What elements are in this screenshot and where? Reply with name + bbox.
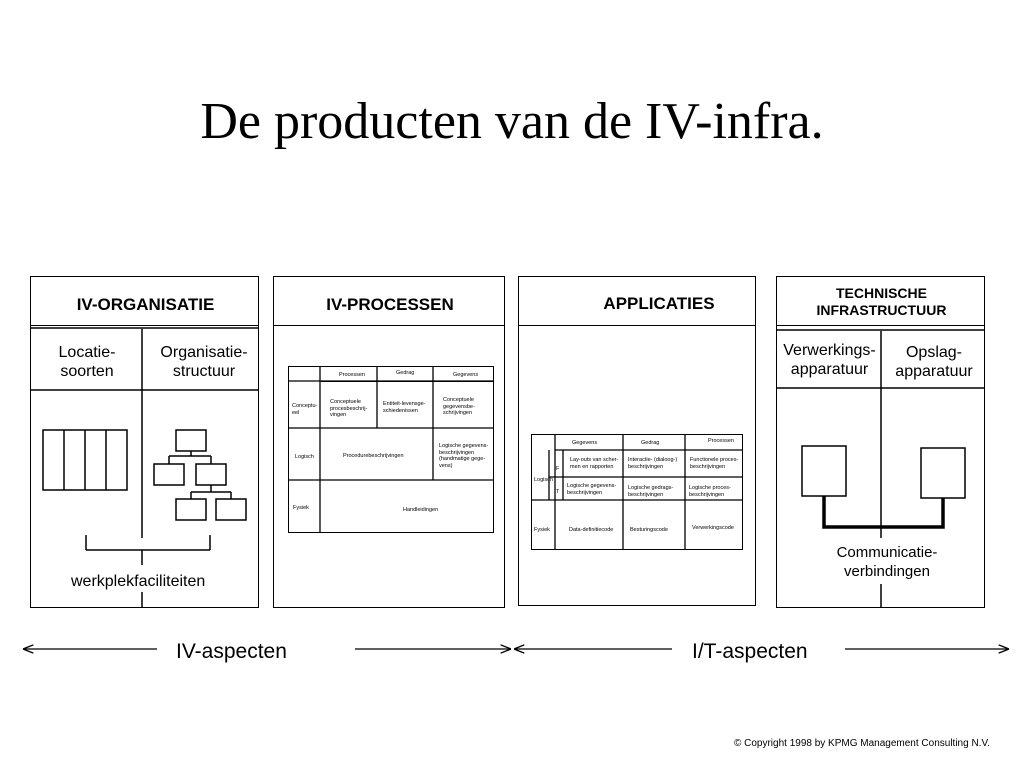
col-header-gedrag: Gedrag	[396, 370, 415, 376]
panel-iv-organisatie: IV-ORGANISATIE Locatie- soorten Organisa…	[30, 276, 259, 608]
cell-interactie: Interactie- (dialoog-) beschrijvingen	[628, 457, 678, 470]
header-divider	[519, 325, 755, 326]
row-label-logisch: Logisch	[295, 454, 314, 460]
cell-conceptuele-gegevensbeschrijvingen: Conceptuele gegevensbe-schrijvingen	[443, 397, 475, 416]
col-header-gegevens: Gegevens	[572, 440, 598, 446]
opslag-box-icon	[920, 447, 966, 499]
sub-label-t: T	[556, 489, 560, 495]
row-label-fysiek: Fysiek	[293, 505, 309, 511]
verwerkings-apparatuur-label: Verwerkings- apparatuur	[783, 342, 876, 378]
panel-header: APPLICATIES	[603, 294, 715, 313]
cell-procedurebeschrijvingen: Procedurebeschrijvingen	[343, 453, 404, 459]
cell-handleidingen: Handleidingen	[403, 507, 439, 513]
iv-aspecten-label: IV-aspecten	[176, 640, 287, 663]
cell-logische-processen: Logische proces-beschrijvingen	[689, 485, 731, 498]
cell-logische-gegevensbeschrijvingen: Logische gegevens-beschrijvingen (handma…	[439, 443, 489, 469]
copyright-notice: © Copyright 1998 by KPMG Management Cons…	[733, 738, 990, 749]
org-chart-icon	[153, 429, 247, 521]
row-label-fysiek: Fysiek	[534, 527, 550, 533]
cell-functionele-processen: Functionele proces-beschrijvingen	[690, 457, 739, 470]
processen-matrix-grid	[288, 366, 494, 533]
cell-entiteit-levensgeschiedenissen: Entiteit-levensge-schiedenissen	[383, 401, 426, 414]
panel-iv-processen: IV-PROCESSEN	[273, 276, 505, 608]
panel-header: IV-PROCESSEN	[326, 295, 454, 314]
applicaties-matrix: Gegevens Gedrag Processen Logisch Fysiek…	[531, 434, 743, 550]
cell-conceptuele-procesbeschrijvingen: Conceptuele procesbeschrij-vingen	[330, 399, 368, 418]
processen-matrix: Processen Gedrag Gegevens Conceptu-eel L…	[288, 366, 494, 533]
cell-verwerkingscode: Verwerkingscode	[692, 525, 734, 531]
locatie-soorten-label: Locatie- soorten	[58, 344, 116, 380]
header-divider	[777, 325, 984, 326]
cell-data-definitiecode: Data-definitiecode	[569, 527, 614, 533]
panel-header: TECHNISCHE INFRASTRUCTUUR	[816, 285, 947, 318]
col-header-processen: Processen	[708, 438, 734, 444]
cell-besturingscode: Besturingscode	[630, 527, 668, 533]
werkplek-bracket	[85, 535, 211, 608]
opslag-apparatuur-label: Opslag- apparatuur	[895, 344, 973, 380]
werkplekfaciliteiten-label: werkplekfaciliteiten	[71, 573, 206, 590]
page-title: De producten van de IV-infra.	[200, 93, 824, 150]
cell-lay-outs: Lay-outs van scher-men en rapporten	[570, 457, 619, 470]
communicatie-verbindingen-label: Communicatie- verbindingen	[836, 544, 938, 580]
locatie-table-icon	[42, 429, 128, 491]
header-divider	[274, 325, 504, 326]
technisch-diagram	[776, 329, 985, 608]
cell-logische-gegevens: Logische gegevens-beschrijvingen	[567, 483, 617, 496]
organisatie-diagram	[30, 327, 259, 608]
col-header-gegevens: Gegevens	[453, 372, 479, 378]
panel-header: IV-ORGANISATIE	[76, 295, 215, 314]
panel-applicaties: APPLICATIES	[518, 276, 756, 606]
col-header-processen: Processen	[339, 372, 365, 378]
cell-logische-gedrag: Logische gedrags-beschrijvingen	[628, 485, 674, 498]
it-aspecten-label: I/T-aspecten	[692, 640, 808, 663]
header-divider	[31, 325, 258, 326]
sub-label-f: F	[556, 466, 560, 472]
verwerkings-box-icon	[801, 445, 847, 497]
organisatie-structuur-label: Organisatie- structuur	[160, 344, 248, 380]
applicaties-matrix-grid	[531, 434, 743, 550]
col-header-gedrag: Gedrag	[641, 440, 660, 446]
row-label-logisch: Logisch	[534, 477, 553, 483]
row-label-conceptueel: Conceptu-eel	[292, 403, 318, 416]
